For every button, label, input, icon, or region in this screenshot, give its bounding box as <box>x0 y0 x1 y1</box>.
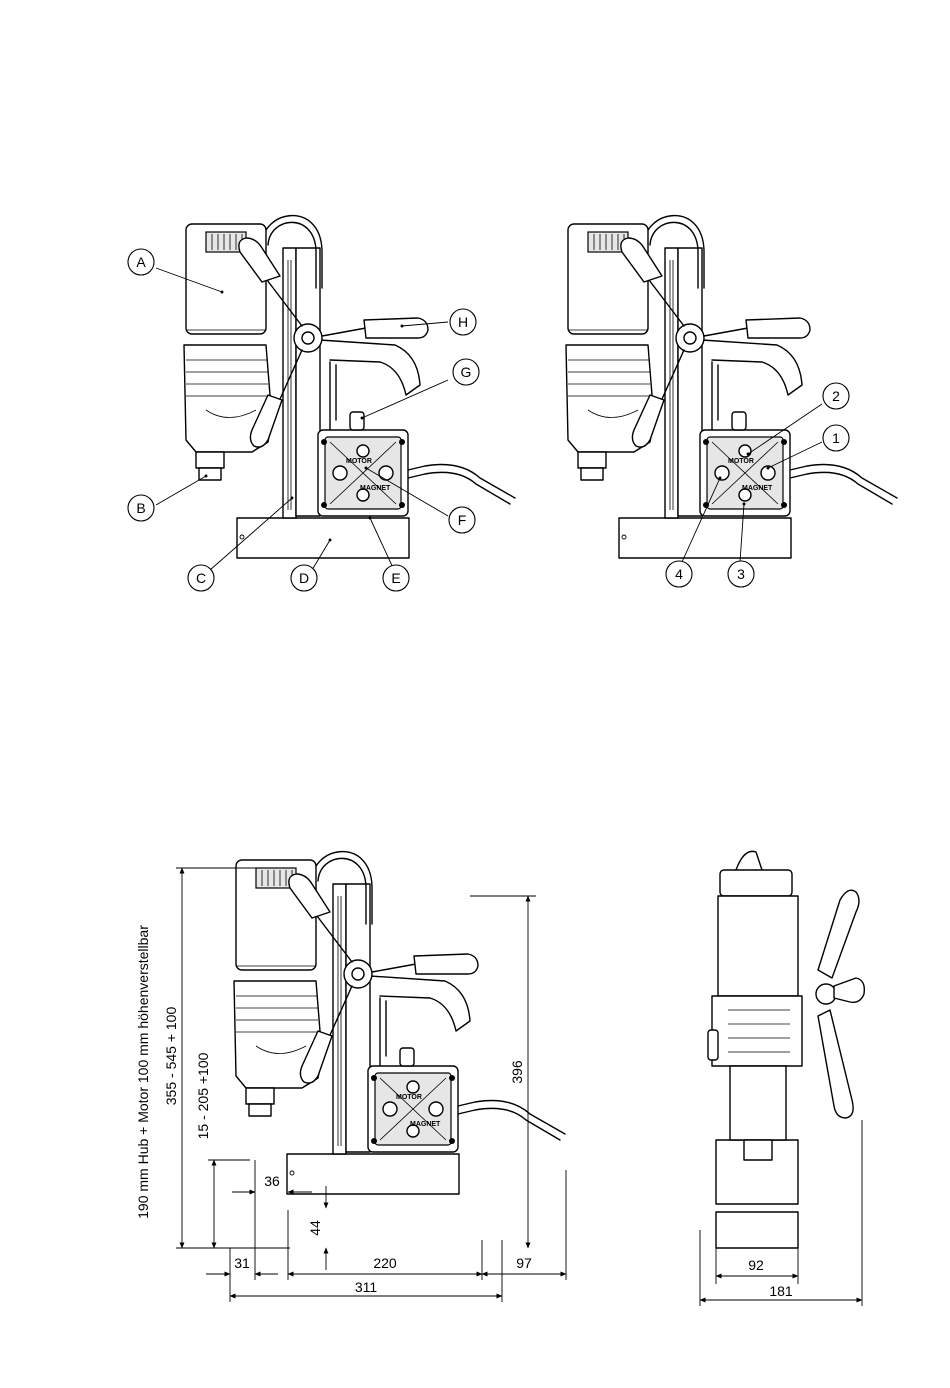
svg-text:A: A <box>136 254 146 270</box>
svg-text:C: C <box>196 570 206 586</box>
callout-C: C <box>188 565 214 591</box>
svg-text:3: 3 <box>737 566 745 582</box>
callout-1: 1 <box>823 425 849 451</box>
dim-height-range: 355 - 545 + 100 <box>163 1007 179 1106</box>
svg-text:E: E <box>391 570 400 586</box>
dim-stroke-range: 15 - 205 +100 <box>195 1052 211 1139</box>
callout-G: G <box>453 359 479 385</box>
callout-E: E <box>383 565 409 591</box>
dimension-view-side <box>234 852 565 1194</box>
dimension-view-front: 92 181 <box>700 851 864 1306</box>
callout-A: A <box>128 249 154 275</box>
svg-text:4: 4 <box>675 566 683 582</box>
callout-4: 4 <box>666 561 692 587</box>
callout-3: 3 <box>728 561 754 587</box>
dim-396: 396 <box>509 1060 525 1084</box>
svg-text:G: G <box>461 364 472 380</box>
dim-311: 311 <box>355 1279 378 1295</box>
svg-text:D: D <box>299 570 309 586</box>
svg-text:F: F <box>458 512 467 528</box>
callout-B: B <box>128 495 154 521</box>
dim-31: 31 <box>234 1255 250 1271</box>
dim-220: 220 <box>373 1255 397 1271</box>
labeled-view-letters: A B C D E F G H <box>128 216 515 591</box>
dim-92: 92 <box>748 1257 764 1273</box>
svg-text:B: B <box>136 500 145 516</box>
dim-97: 97 <box>516 1255 532 1271</box>
callout-F: F <box>449 507 475 533</box>
svg-text:H: H <box>458 314 468 330</box>
svg-text:1: 1 <box>832 430 840 446</box>
svg-text:2: 2 <box>832 388 840 404</box>
callout-D: D <box>291 565 317 591</box>
dim-181: 181 <box>769 1283 793 1299</box>
labeled-view-numbers: 1 2 3 4 <box>566 216 897 587</box>
dim-36: 36 <box>264 1173 280 1189</box>
callout-H: H <box>450 309 476 335</box>
dim-note: 190 mm Hub + Motor 100 mm höhenverstellb… <box>135 925 151 1219</box>
callout-2: 2 <box>823 383 849 409</box>
dim-44: 44 <box>307 1220 323 1236</box>
